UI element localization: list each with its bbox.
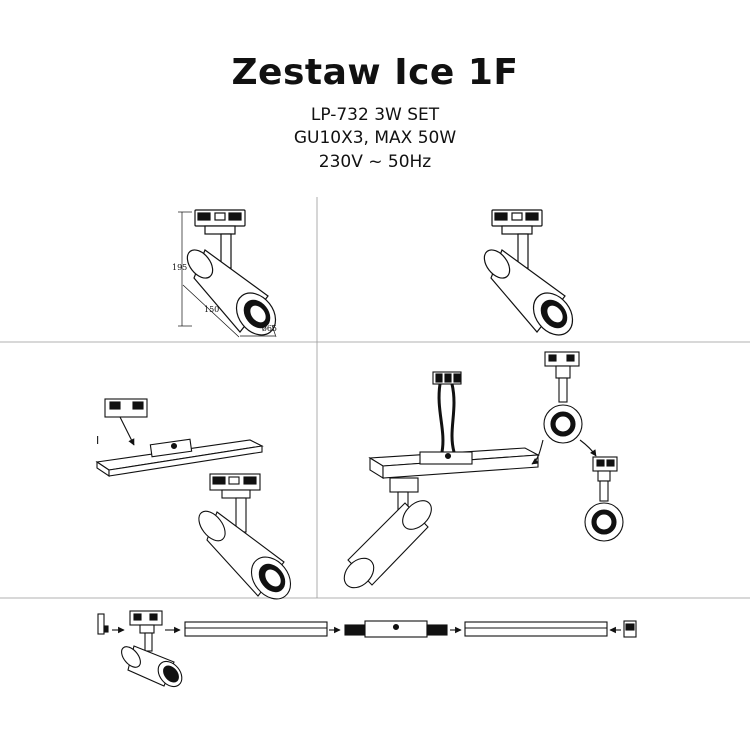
rail-segment-left bbox=[184, 621, 328, 637]
dimension-lines bbox=[178, 211, 277, 338]
rail-segment-right bbox=[464, 621, 608, 637]
panel-wiring bbox=[343, 351, 624, 589]
dim-diameter: ø65 bbox=[262, 324, 277, 333]
panel-assembly-row bbox=[97, 610, 637, 688]
lamp-body bbox=[186, 249, 277, 336]
rotation-side bbox=[584, 456, 624, 542]
panel-spotlight bbox=[483, 209, 574, 336]
step-mark: I bbox=[96, 434, 99, 447]
spec-voltage: 230V ~ 50Hz bbox=[318, 152, 432, 172]
dim-length: 150 bbox=[204, 305, 219, 314]
dim-height: 195 bbox=[172, 263, 187, 272]
panel-track-mount bbox=[95, 398, 292, 600]
rotation-top bbox=[543, 351, 583, 444]
track-adapter bbox=[194, 209, 246, 235]
panel-dimensions bbox=[178, 209, 277, 338]
product-title: Zestaw Ice 1F bbox=[231, 52, 519, 93]
panel-grid bbox=[0, 197, 750, 599]
spec-bulbs: GU10X3, MAX 50W bbox=[293, 128, 457, 148]
spec-model: LP-732 3W SET bbox=[310, 105, 440, 125]
